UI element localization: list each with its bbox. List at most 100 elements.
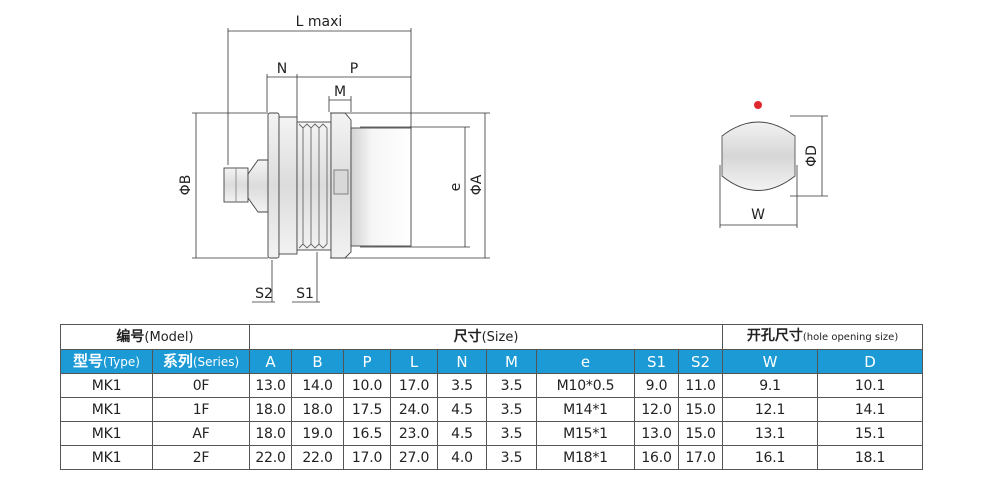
table-cell: 3.5 — [486, 373, 537, 398]
table-cell: 22.0 — [291, 445, 344, 470]
series-en: (Series) — [192, 355, 240, 369]
table-cell: 14.1 — [817, 397, 924, 422]
connector-drawing: L maxi N P M ΦB e ΦA S2 S1 W ΦD — [178, 14, 828, 303]
table-cell: 13.0 — [634, 421, 679, 446]
table-cell: M18*1 — [536, 445, 635, 470]
table-cell: 16.0 — [634, 445, 679, 470]
label-n: N — [277, 61, 287, 77]
table-cell: 4.0 — [437, 445, 487, 470]
type-en: (Type) — [103, 355, 140, 369]
label-m: M — [334, 84, 346, 100]
table-cell: 24.0 — [390, 397, 438, 422]
table-cell: M15*1 — [536, 421, 635, 446]
key-marker-dot — [754, 101, 762, 109]
table-cell: 15.0 — [677, 397, 724, 422]
table-cell: 10.0 — [343, 373, 391, 398]
table-cell: 0F — [152, 373, 250, 398]
table-cell: 13.1 — [722, 421, 819, 446]
table-cell: MK1 — [60, 445, 153, 470]
table-cell: MK1 — [60, 421, 153, 446]
table-cell: 18.0 — [249, 421, 292, 446]
table-cell: 1F — [152, 397, 250, 422]
label-p: P — [350, 61, 358, 77]
group-header-model: 编号(Model) — [60, 324, 250, 350]
group-header-row: 编号(Model) 尺寸(Size) 开孔尺寸(hole opening siz… — [60, 324, 924, 350]
table-cell: 9.0 — [634, 373, 679, 398]
label-phi-a: ΦA — [469, 174, 485, 195]
table-cell: 3.5 — [486, 445, 537, 470]
table-cell: 12.1 — [722, 397, 819, 422]
column-header-m: M — [486, 349, 537, 374]
series-zh: 系列 — [162, 352, 193, 370]
column-header-a: A — [249, 349, 292, 374]
column-header-w: W — [722, 349, 819, 374]
label-phi-d: ΦD — [804, 145, 820, 167]
table-cell: 10.1 — [817, 373, 924, 398]
table-cell: 17.0 — [390, 373, 438, 398]
group-header-size: 尺寸(Size) — [248, 324, 724, 350]
column-header-series: 系列(Series) — [152, 349, 250, 374]
table-cell: 16.5 — [343, 421, 391, 446]
table-cell: 17.0 — [677, 445, 724, 470]
table-cell: 18.0 — [249, 397, 292, 422]
table-cell: 9.1 — [722, 373, 819, 398]
model-en: (Model) — [144, 329, 194, 345]
table-cell: 18.1 — [817, 445, 924, 470]
table-cell: 4.5 — [437, 397, 487, 422]
table-cell: 2F — [152, 445, 250, 470]
hole-zh: 开孔尺寸 — [746, 328, 803, 344]
label-s1: S1 — [296, 286, 314, 302]
group-header-hole: 开孔尺寸(hole opening size) — [722, 324, 924, 350]
table-cell: M14*1 — [536, 397, 635, 422]
column-header-b: B — [291, 349, 344, 374]
table-cell: 18.0 — [291, 397, 344, 422]
table-cell: 22.0 — [249, 445, 292, 470]
label-w: W — [751, 207, 765, 223]
size-zh: 尺寸 — [453, 328, 482, 345]
table-cell: 13.0 — [249, 373, 292, 398]
dimension-lines — [192, 28, 828, 303]
table-cell: 16.1 — [722, 445, 819, 470]
column-header-s2: S2 — [677, 349, 724, 374]
column-header-s1: S1 — [634, 349, 679, 374]
model-zh: 编号 — [116, 328, 145, 345]
label-s2: S2 — [255, 286, 273, 302]
table-cell: 3.5 — [437, 373, 487, 398]
table-cell: 23.0 — [390, 421, 438, 446]
table-cell: 3.5 — [486, 397, 537, 422]
spec-table: 编号(Model) 尺寸(Size) 开孔尺寸(hole opening siz… — [60, 324, 924, 470]
table-cell: 17.0 — [343, 445, 391, 470]
column-header-l: L — [390, 349, 438, 374]
type-zh: 型号 — [73, 352, 104, 370]
size-en: (Size) — [481, 329, 519, 345]
label-phi-b: ΦB — [178, 175, 194, 196]
table-cell: 15.1 — [817, 421, 924, 446]
label-e: e — [448, 183, 464, 192]
table-cell: MK1 — [60, 397, 153, 422]
column-header-n: N — [437, 349, 487, 374]
connector-side-view — [223, 112, 412, 259]
table-cell: 12.0 — [634, 397, 679, 422]
table-cell: 3.5 — [486, 421, 537, 446]
column-header-e: e — [536, 349, 635, 374]
label-l-maxi: L maxi — [296, 14, 343, 30]
hole-en: (hole opening size) — [802, 332, 899, 343]
table-cell: 15.0 — [677, 421, 724, 446]
table-cell: 11.0 — [677, 373, 724, 398]
table-cell: 27.0 — [390, 445, 438, 470]
column-header-type: 型号(Type) — [60, 349, 153, 374]
table-cell: 14.0 — [291, 373, 344, 398]
table-cell: 19.0 — [291, 421, 344, 446]
table-cell: AF — [152, 421, 250, 446]
column-header-d: D — [817, 349, 924, 374]
table-cell: 4.5 — [437, 421, 487, 446]
column-header-p: P — [343, 349, 391, 374]
table-cell: 17.5 — [343, 397, 391, 422]
table-cell: MK1 — [60, 373, 153, 398]
